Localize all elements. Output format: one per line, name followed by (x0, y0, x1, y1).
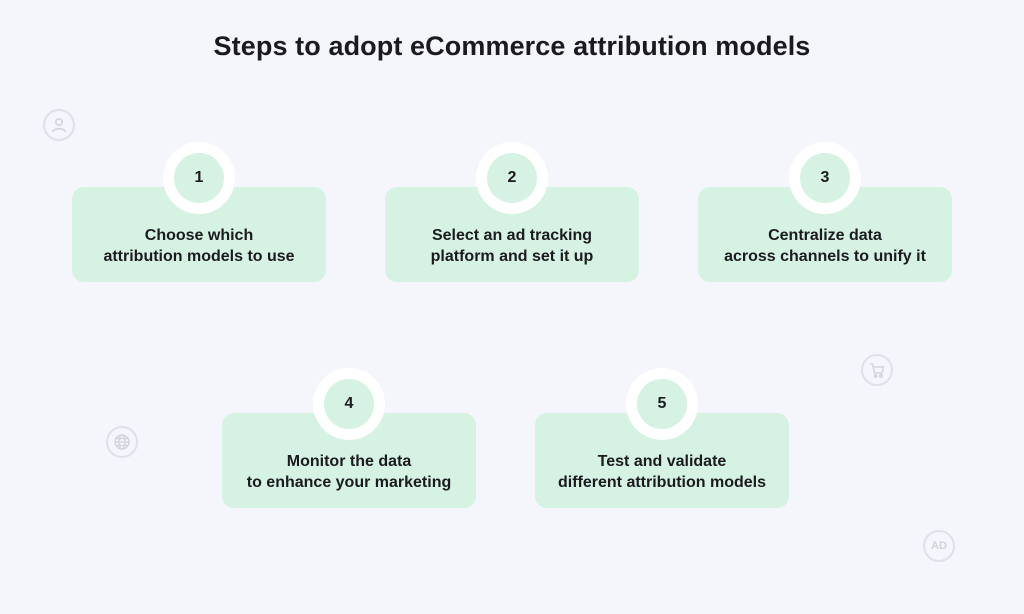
step-1: Choose which attribution models to use 1 (72, 142, 326, 282)
step-5: Test and validate different attribution … (535, 368, 789, 508)
page-title: Steps to adopt eCommerce attribution mod… (213, 31, 811, 61)
step-text-line2: across channels to unify it (724, 248, 926, 265)
step-text-line2: different attribution models (558, 474, 766, 491)
step-number-badge: 5 (626, 368, 698, 440)
step-text-line1: Test and validate (597, 453, 727, 470)
ad-icon: AD (923, 530, 955, 562)
step-card: Monitor the data to enhance your marketi… (222, 413, 476, 508)
step-number: 5 (637, 379, 687, 429)
ad-icon-label: AD (931, 540, 947, 552)
globe-icon (106, 426, 138, 458)
step-4: Monitor the data to enhance your marketi… (222, 368, 476, 508)
step-number-badge: 4 (313, 368, 385, 440)
step-number-badge: 3 (789, 142, 861, 214)
step-text-line1: Choose which (144, 227, 254, 244)
step-number: 3 (800, 153, 850, 203)
user-icon (43, 109, 75, 141)
step-number: 1 (174, 153, 224, 203)
step-number: 4 (324, 379, 374, 429)
step-number: 2 (487, 153, 537, 203)
step-text-line2: to enhance your marketing (246, 474, 452, 491)
step-text-line2: platform and set it up (430, 248, 594, 265)
step-2: Select an ad tracking platform and set i… (385, 142, 639, 282)
step-number-badge: 2 (476, 142, 548, 214)
step-3: Centralize data across channels to unify… (698, 142, 952, 282)
cart-icon (861, 354, 893, 386)
step-text-line1: Monitor the data (286, 453, 412, 470)
step-text-line1: Centralize data (768, 227, 882, 244)
step-text-line1: Select an ad tracking (431, 227, 593, 244)
step-text-line2: attribution models to use (103, 248, 295, 265)
step-number-badge: 1 (163, 142, 235, 214)
